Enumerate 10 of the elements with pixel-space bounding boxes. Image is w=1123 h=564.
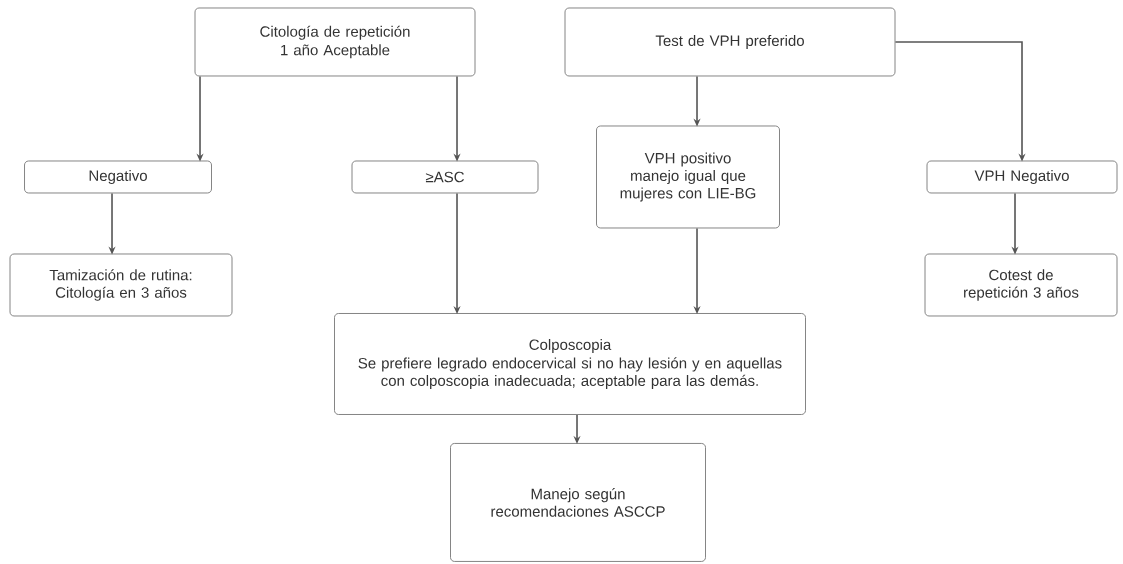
process-box: Manejo según recomendaciones ASCCP [450,443,706,562]
process-box: Test de VPH preferido [564,7,896,77]
process-box: Tamización de rutina: Citología en 3 años [9,253,233,317]
process-box: Citología de repetición 1 año Aceptable [194,7,476,77]
process-box: VPH positivo manejo igual que mujeres con LIE-BG [596,125,780,229]
process-box: Cotest de repetición 3 años [924,253,1118,317]
process-box: VPH Negativo [926,160,1118,194]
process-box: Negativo [24,160,212,194]
process-box: ≥ASC [351,160,539,194]
process-box: Colposcopia Se prefiere legrado endocervical si no hay lesión y en aquellas con colposcopia inadecuada; aceptable para las demás. [334,313,806,415]
